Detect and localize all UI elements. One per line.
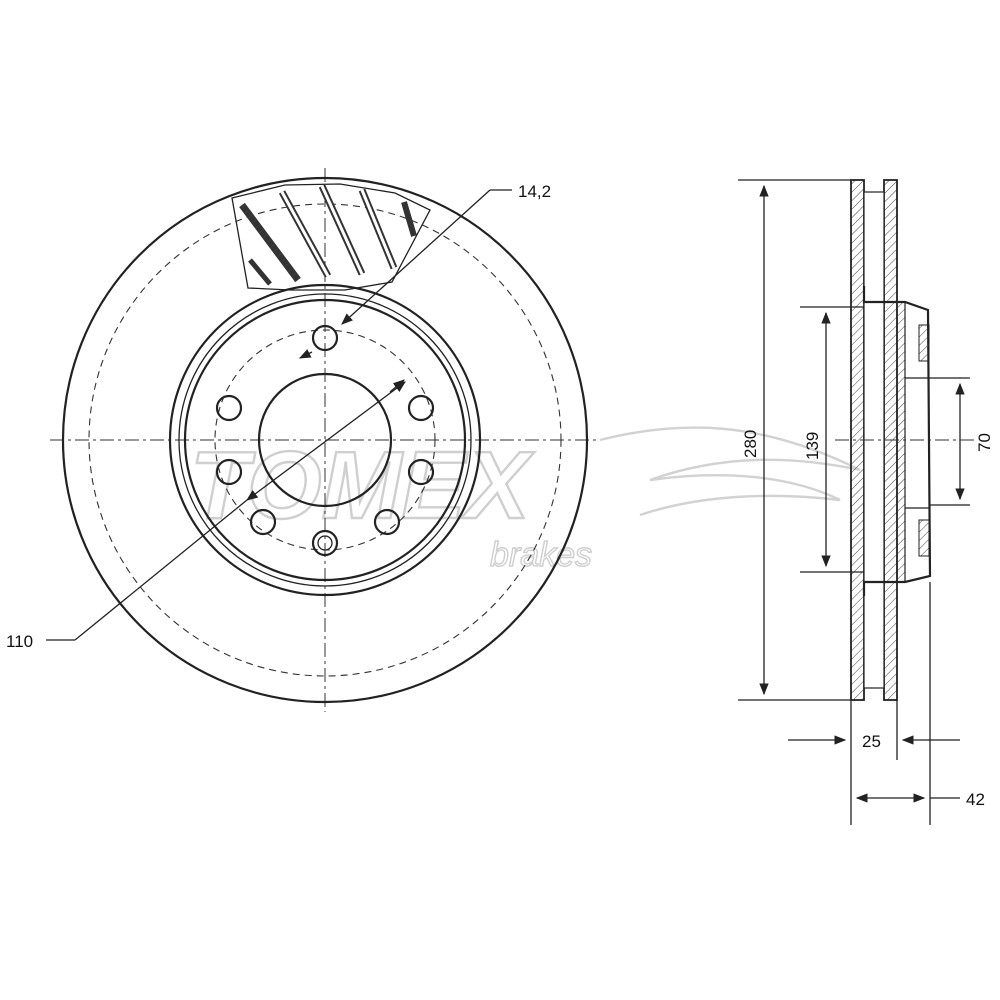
height-label: 42	[966, 790, 985, 809]
hub-wall	[896, 301, 906, 583]
locating-screw-hole	[311, 529, 339, 557]
cooling-vanes-cutaway	[231, 183, 431, 291]
bolt-hole	[249, 508, 277, 536]
locating-screw-hole-inner	[317, 535, 333, 551]
disc-side-section: 280 139 70 25 42	[738, 179, 994, 825]
hub-outer-ring	[168, 283, 482, 597]
disc-front-view: 14,2 110	[6, 168, 600, 712]
disc-friction-ring-line	[88, 203, 562, 677]
pcd-dimension-label: 110	[6, 632, 33, 651]
pitch-arrow	[389, 379, 405, 393]
bolt-hole	[311, 324, 339, 352]
bolt-hole-leader	[341, 189, 491, 325]
brand-watermark-subtext: brakes	[490, 536, 592, 574]
hub-step-ring	[178, 293, 472, 587]
hub-diameter-label: 139	[803, 432, 822, 460]
brand-watermark-text: TOMEX	[190, 432, 535, 539]
hub-bolt-section-bottom	[918, 519, 930, 557]
thickness-label: 25	[862, 732, 881, 751]
center-bore-label: 70	[975, 433, 994, 452]
pcd-leader	[74, 499, 248, 641]
bolt-hole	[215, 394, 243, 422]
bolt-hole	[407, 394, 435, 422]
outer-diameter-label: 280	[741, 430, 760, 458]
pitch-arrow	[298, 349, 313, 359]
bolt-hole	[215, 458, 243, 486]
hub-face	[183, 298, 467, 582]
hub-bolt-section-top	[918, 324, 930, 362]
pcd-dimension-line	[246, 381, 406, 501]
bolt-hole-dimension-label: 14,2	[518, 182, 551, 201]
bolt-hole	[407, 458, 435, 486]
disc-outer-edge	[61, 176, 589, 704]
bolt-holes	[215, 324, 435, 557]
bolt-hole	[373, 508, 401, 536]
hub-hat-profile	[862, 286, 932, 596]
